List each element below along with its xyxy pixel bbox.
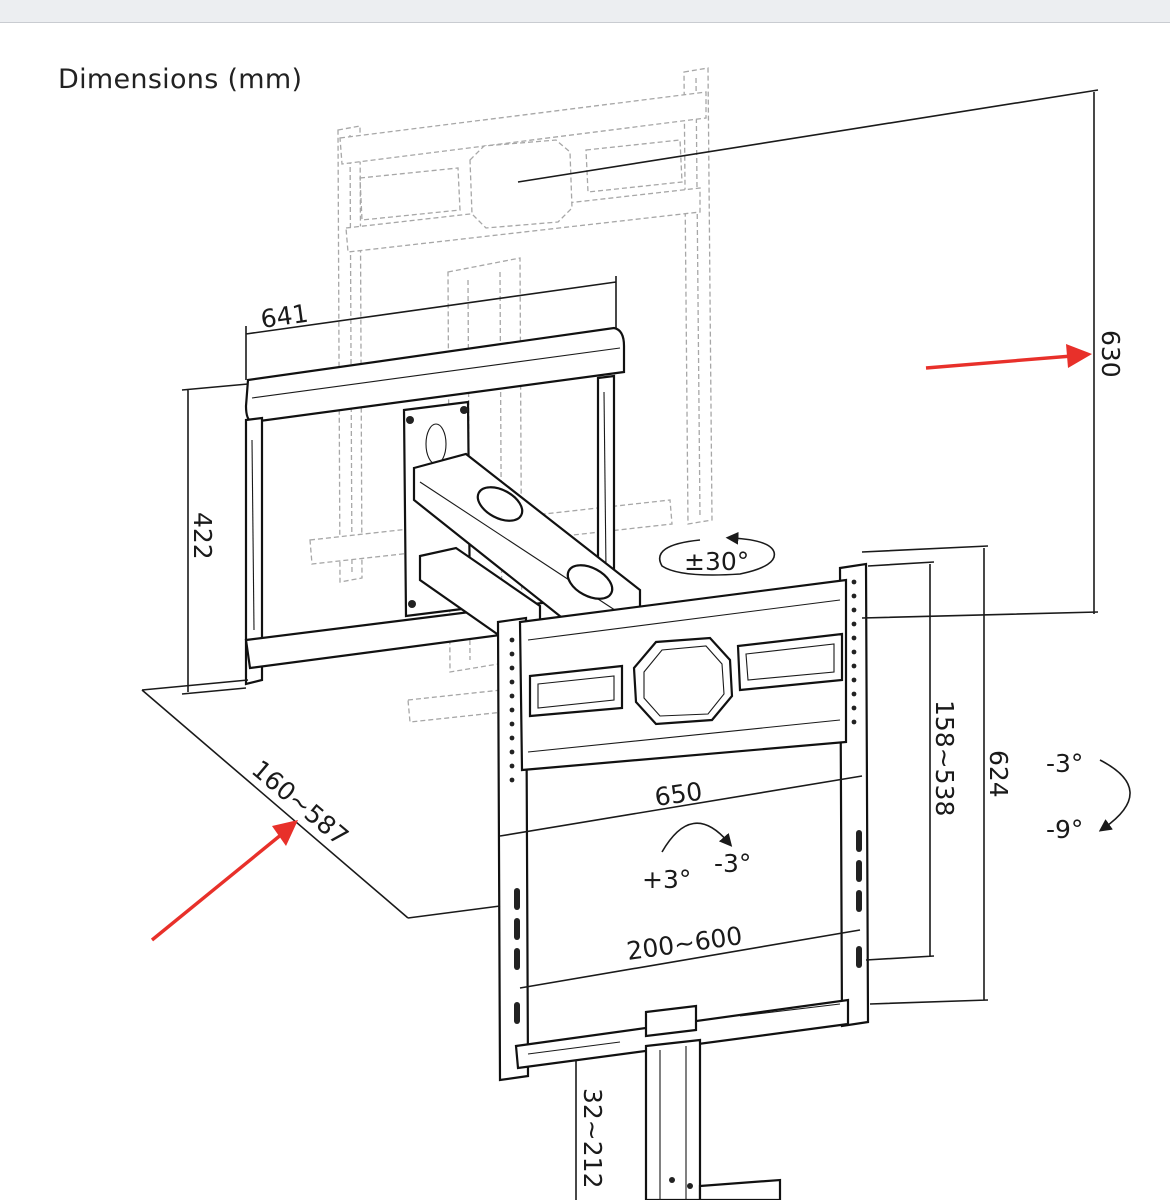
- label-bracket-width: 650: [653, 777, 704, 812]
- label-extension: 160~587: [246, 754, 354, 851]
- label-tilt-down: -9°: [1046, 815, 1083, 844]
- label-roll-left: +3°: [642, 865, 691, 894]
- articulating-arm: [412, 452, 642, 642]
- callout-arrows: [150, 344, 1092, 942]
- page-title: Dimensions (mm): [58, 64, 303, 95]
- arrow-extension-callout-head: [272, 820, 298, 846]
- label-total-height: 630: [1096, 330, 1125, 378]
- label-plate-width: 641: [259, 299, 310, 334]
- strap-slots: [514, 830, 862, 1024]
- label-tilt-up: -3°: [1046, 749, 1083, 778]
- arrow-height-callout-head: [1066, 344, 1092, 368]
- dimension-lines: [141, 89, 1131, 1200]
- tv-bracket: [496, 562, 870, 1200]
- label-roll-right: -3°: [714, 849, 751, 878]
- arrow-extension-callout: [150, 832, 284, 942]
- arrow-height-callout: [925, 354, 1073, 370]
- strap-holes: [509, 579, 857, 783]
- label-vesa-vertical: 158~538: [930, 700, 959, 816]
- label-swivel: ±30°: [684, 547, 749, 576]
- label-bracket-height: 624: [984, 750, 1013, 798]
- label-plate-height: 422: [188, 512, 217, 560]
- browser-top-bar: [0, 0, 1170, 23]
- label-adjust-range: 32~212: [578, 1088, 607, 1188]
